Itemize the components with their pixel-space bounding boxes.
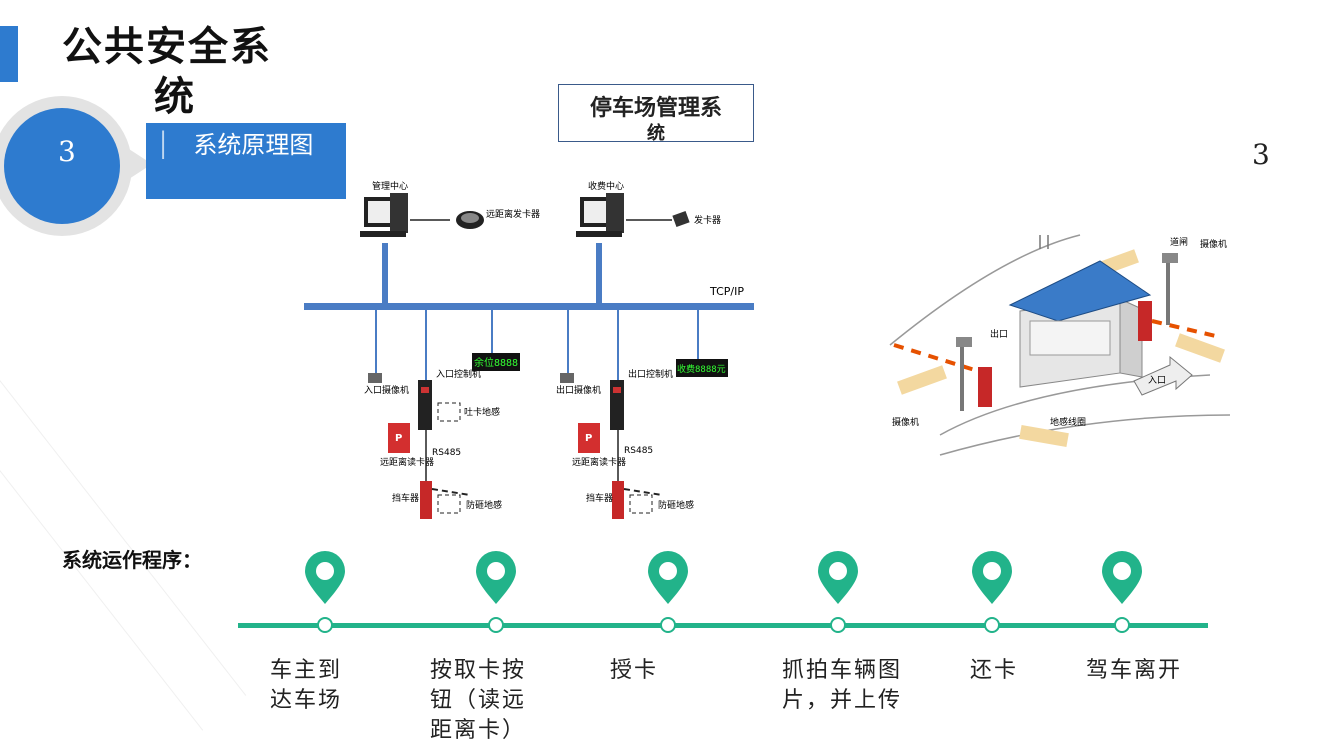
page-title-line2: 统: [154, 73, 196, 120]
network-backbone: [304, 303, 754, 310]
timeline-step-line1: 按取卡按: [430, 658, 527, 683]
timeline-step-label: 驾车离开: [1086, 656, 1182, 686]
timeline-pin-icon: [646, 550, 690, 610]
ground-loop-icon: [897, 365, 947, 395]
timeline-pin-icon: [303, 550, 347, 610]
rs485-2-label: RS485: [624, 446, 653, 456]
title-accent-bar: [0, 26, 18, 82]
entry-reader-label: 远距离读卡器: [380, 456, 434, 468]
timeline-step-line1: 驾车离开: [1086, 658, 1183, 683]
entry-camera-label: 入口摄像机: [364, 384, 409, 396]
anti-smash-2-label: 防砸地感: [658, 499, 694, 511]
entry-loop-icon: [437, 402, 461, 422]
right-barrier-icon: [1138, 301, 1152, 341]
timeline-step-line2: 钮（读远: [430, 688, 527, 713]
entry-sign-label: 入口: [1148, 375, 1166, 386]
diagram-title: 停车场管理系 统: [558, 84, 754, 144]
card-issuer-icon: [672, 210, 690, 228]
exit-reader-icon: [578, 423, 600, 453]
timeline-step-line2: 达车场: [270, 688, 343, 713]
timeline-step-line1: 抓拍车辆图: [782, 658, 903, 683]
timeline-node: [1114, 617, 1130, 633]
fee-center-label: 收费中心: [588, 180, 624, 192]
gate-label: 道闸: [1170, 236, 1188, 248]
page-number: 3: [1252, 138, 1270, 171]
timeline-step-line1: 车主到: [270, 658, 343, 683]
rs485-1-label: RS485: [432, 448, 461, 458]
timeline-step-label: 授卡: [610, 656, 658, 686]
stop-loop-1-label: 吐卡地感: [464, 406, 500, 418]
camera-label-bottom: 摄像机: [892, 416, 919, 428]
long-range-issuer-label: 远距离发卡器: [486, 208, 540, 220]
timeline-step-label: 抓拍车辆图片，并上传: [782, 656, 902, 716]
parking-booth-scene: 出口 入口 道闸 摄像机 摄像机 地感线圈: [889, 234, 1231, 456]
section-badge: [4, 108, 120, 224]
card-issuer-label: 发卡器: [694, 214, 721, 226]
entry-camera-icon: [368, 373, 382, 383]
bottom-camera-icon: [956, 337, 972, 347]
timeline-step-label: 按取卡按钮（读远距离卡）: [430, 656, 526, 746]
diagram-title-line1: 停车场管理系: [589, 95, 722, 121]
anti-smash-1-label: 防砸地感: [466, 499, 502, 511]
top-camera-icon: [1162, 253, 1178, 263]
mgmt-center-label: 管理中心: [372, 180, 408, 192]
timeline-pin-icon: [474, 550, 518, 610]
fee-display: [676, 359, 728, 377]
timeline-node: [984, 617, 1000, 633]
section-title: │ 系统原理图: [146, 123, 346, 199]
timeline-node: [660, 617, 676, 633]
exit-camera-icon: [560, 373, 574, 383]
network-label: TCP/IP: [709, 285, 744, 298]
exit-barrier-icon: [612, 481, 624, 519]
parking-system-topology-diagram: 管理中心 远距离发卡器 收费中心 发卡器 TCP/IP 入口摄像机 入口控制机 …: [304, 180, 754, 519]
timeline-pin-icon: [1100, 550, 1144, 610]
left-barrier-icon: [978, 367, 992, 407]
exit-reader-label: 远距离读卡器: [572, 456, 626, 468]
timeline-node: [317, 617, 333, 633]
entry-arrow-icon: [1133, 355, 1193, 396]
timeline-step-line3: 距离卡）: [430, 718, 527, 743]
timeline-line: [238, 623, 1208, 628]
loop-label: 地感线圈: [1050, 416, 1086, 428]
diagram-title-line2: 统: [647, 123, 665, 144]
timeline-step-line1: 授卡: [610, 658, 659, 683]
section-title-text: 系统原理图: [193, 131, 314, 159]
camera-label-top: 摄像机: [1200, 238, 1227, 250]
entry-controller-label: 入口控制机: [436, 368, 481, 380]
management-computer-icon: [360, 193, 408, 237]
booth-roof: [1008, 260, 1152, 322]
section-number: 3: [58, 135, 76, 168]
fee-display-text: 收费8888元: [677, 363, 726, 375]
spaces-display: [472, 353, 520, 371]
spaces-display-text: 余位8888: [474, 356, 518, 369]
timeline-step-label: 车主到达车场: [270, 656, 342, 716]
process-label: 系统运作程序：: [62, 548, 202, 572]
timeline-step-label: 还卡: [970, 656, 1018, 686]
timeline-node: [488, 617, 504, 633]
svg-text:P: P: [585, 433, 592, 444]
svg-text:P: P: [395, 433, 402, 444]
timeline-step-line2: 片，并上传: [782, 688, 903, 713]
exit-sign-label: 出口: [990, 328, 1008, 340]
timeline-node: [830, 617, 846, 633]
timeline-pin-icon: [816, 550, 860, 610]
exit-camera-label: 出口摄像机: [556, 384, 601, 396]
fee-computer-icon: [576, 193, 624, 237]
barrier-1-label: 挡车器: [392, 492, 419, 504]
barrier-2-label: 挡车器: [586, 492, 613, 504]
entry-reader-icon: [388, 423, 410, 453]
page-title: 公共安全系 统: [62, 22, 292, 122]
page-title-line1: 公共安全系: [62, 23, 272, 70]
background-decoration-line: [0, 380, 247, 696]
exit-controller-label: 出口控制机: [628, 368, 673, 380]
timeline-step-line1: 还卡: [970, 658, 1019, 683]
timeline-pin-icon: [970, 550, 1014, 610]
entry-barrier-icon: [420, 481, 432, 519]
